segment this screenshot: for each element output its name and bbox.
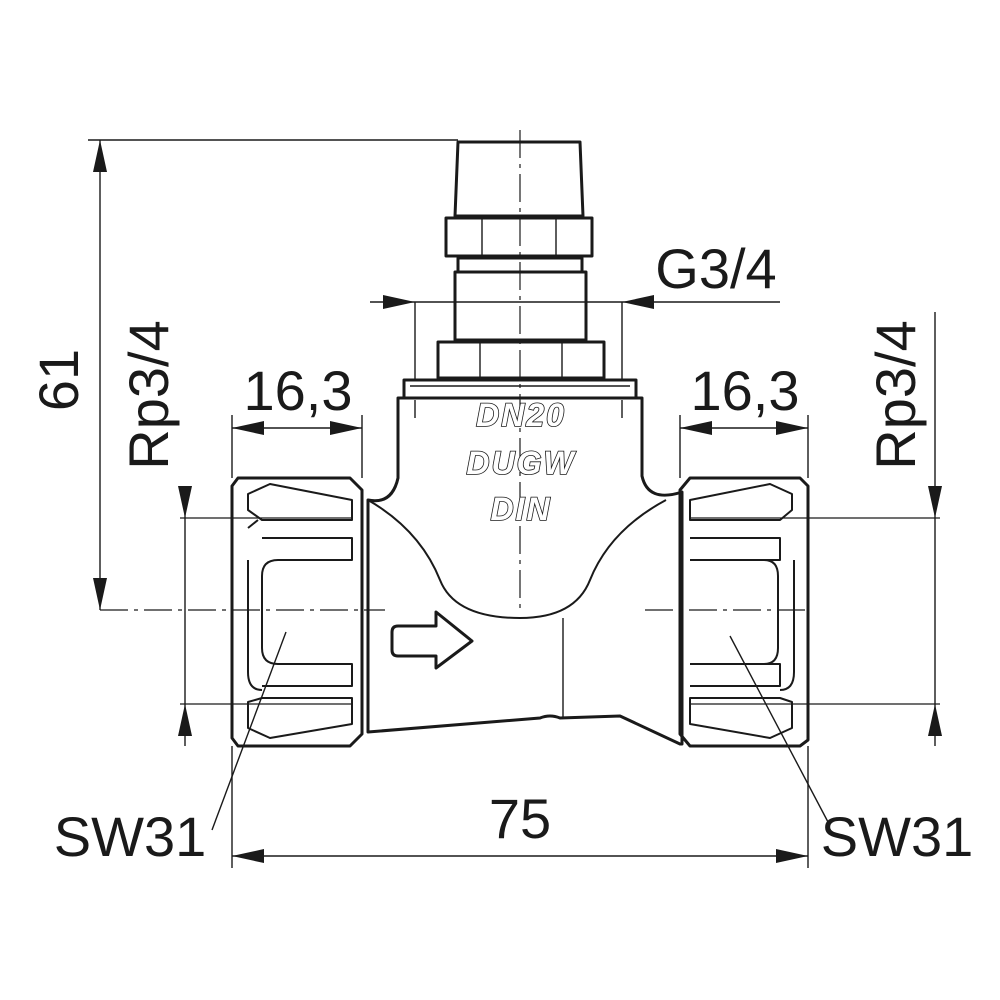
dimension-right-thread (928, 312, 942, 746)
height-label: 61 (27, 349, 90, 411)
marking-dugw: DUGW (466, 445, 576, 481)
right-hex-connector (678, 476, 810, 748)
dimension-top-thread (370, 295, 780, 380)
left-wrench-label: SW31 (54, 805, 207, 868)
length-label: 75 (489, 787, 551, 850)
valve-body (366, 396, 684, 746)
right-wrench-label: SW31 (821, 805, 974, 868)
dimension-height (88, 139, 458, 610)
marking-din: DIN (490, 491, 551, 527)
spindle-cap (402, 140, 638, 400)
left-depth-label: 16,3 (244, 359, 353, 422)
top-thread-label: G3/4 (655, 237, 776, 300)
dimension-length (231, 746, 809, 868)
right-thread-label: Rp3/4 (864, 320, 927, 469)
dimension-left-depth (231, 415, 363, 478)
flow-direction-arrow (390, 610, 474, 670)
dimension-left-thread (178, 486, 192, 746)
left-thread-label: Rp3/4 (117, 320, 180, 469)
left-wrench-leader (211, 631, 287, 831)
right-wrench-leader (729, 635, 829, 823)
marking-dn20: DN20 (476, 397, 566, 433)
dimension-right-depth (679, 415, 809, 478)
right-depth-label: 16,3 (691, 359, 800, 422)
center-lines (100, 130, 940, 705)
